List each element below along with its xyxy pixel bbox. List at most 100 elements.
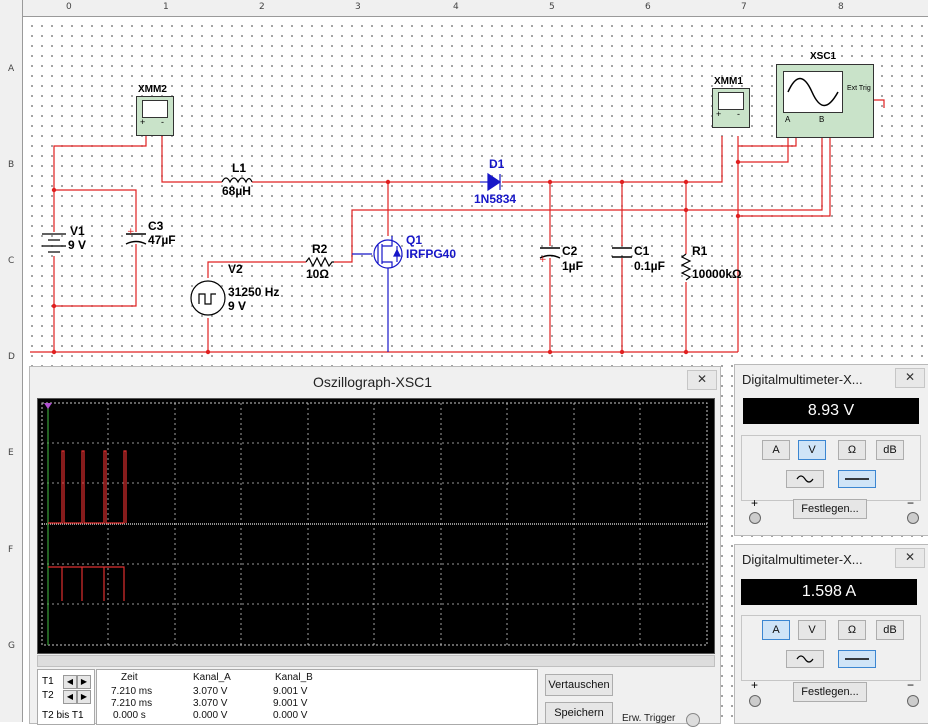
ac-mode-button[interactable]: [786, 470, 824, 488]
r2-name: R2: [312, 242, 328, 256]
r2-value: 10Ω: [306, 267, 329, 281]
c3-name: C3: [148, 219, 164, 233]
swap-button[interactable]: Vertauschen: [545, 674, 613, 696]
q1-name: Q1: [406, 233, 423, 247]
window-title: Oszillograph-XSC1: [313, 374, 433, 390]
ruler-row-label: G: [8, 641, 15, 651]
ext-trigger-terminal[interactable]: [686, 713, 700, 727]
minus-terminal-label: −: [907, 678, 915, 692]
c1-name: C1: [634, 244, 650, 258]
xsc1-label: XSC1: [810, 51, 837, 62]
ruler-row-label: F: [8, 545, 14, 555]
ac-mode-button[interactable]: [786, 650, 824, 668]
scope-screen[interactable]: [37, 398, 715, 654]
meter-dial-icon: [142, 100, 168, 118]
window-title: Digitalmultimeter-X...: [742, 372, 863, 387]
t2-t1-label: T2 bis T1: [42, 710, 84, 721]
xmm2-label: XMM2: [138, 84, 167, 95]
l1-value: 68µH: [222, 184, 251, 198]
dc-mode-button[interactable]: [838, 470, 876, 488]
ac-wave-icon: [796, 475, 814, 483]
ammeter-mode-button[interactable]: A: [762, 440, 790, 460]
t1-left-arrow-button[interactable]: ◀: [63, 675, 77, 689]
multimeter-xmm2[interactable]: + -: [136, 96, 174, 136]
decibel-mode-button[interactable]: dB: [876, 620, 904, 640]
minus-terminal[interactable]: [907, 695, 919, 707]
reading-display: 1.598 A: [741, 579, 917, 605]
oscilloscope-title-bar[interactable]: Oszillograph-XSC1 ✕: [30, 367, 720, 395]
t2-right-arrow-button[interactable]: ▶: [77, 690, 91, 704]
plus-terminal[interactable]: [749, 695, 761, 707]
v2-frequency: 31250 Hz: [228, 285, 280, 299]
meter-dial-icon: [718, 92, 744, 110]
ruler-col-label: 0: [66, 2, 72, 12]
row-t2-channel-a: 3.070 V: [193, 698, 228, 709]
horizontal-scrollbar[interactable]: [37, 655, 715, 667]
minus-terminal[interactable]: [907, 512, 919, 524]
vertical-ruler: A B C D E F G: [0, 0, 23, 722]
minus-terminal-label: −: [907, 496, 915, 510]
d1-value: 1N5834: [474, 192, 517, 206]
row-diff-channel-a: 0.000 V: [193, 710, 228, 721]
oscilloscope-window[interactable]: Oszillograph-XSC1 ✕: [29, 366, 721, 727]
horizontal-ruler: 0 1 2 3 4 5 6 7 8: [0, 0, 928, 17]
settings-button[interactable]: Festlegen...: [793, 682, 867, 702]
close-button[interactable]: ✕: [895, 548, 925, 568]
oscilloscope-xsc1[interactable]: Ext Trig A B: [776, 64, 874, 138]
voltmeter-mode-button[interactable]: V: [798, 440, 826, 460]
row-t2-channel-b: 9.001 V: [273, 698, 308, 709]
row-t2-time: 7.210 ms: [111, 698, 153, 709]
c2-name: C2: [562, 244, 578, 258]
save-button[interactable]: Speichern: [545, 702, 613, 724]
mode-group: A V Ω dB: [741, 615, 921, 681]
ammeter-mode-button[interactable]: A: [762, 620, 790, 640]
multimeter-xmm1[interactable]: + -: [712, 88, 750, 128]
decibel-mode-button[interactable]: dB: [876, 440, 904, 460]
r1-value: 10000kΩ: [692, 267, 742, 281]
cursor-panel: T1 T2 T2 bis T1 ◀ ▶ ◀ ▶: [37, 669, 95, 725]
minus-terminal-label: -: [161, 117, 164, 127]
v2-amplitude: 9 V: [228, 299, 247, 313]
ext-trig-label: Ext Trig: [847, 85, 871, 92]
settings-button[interactable]: Festlegen...: [793, 499, 867, 519]
l1-name: L1: [232, 161, 247, 175]
ac-wave-icon: [796, 655, 814, 663]
plus-terminal[interactable]: [749, 512, 761, 524]
ruler-col-label: 4: [453, 2, 459, 12]
plus-terminal-label: +: [716, 109, 722, 119]
r1-name: R1: [692, 244, 708, 258]
dc-line-icon: [845, 658, 869, 660]
row-diff-channel-b: 0.000 V: [273, 710, 308, 721]
multimeter-window-2[interactable]: Digitalmultimeter-X... ✕ 1.598 A A V Ω d…: [734, 544, 928, 724]
ruler-row-label: B: [8, 160, 15, 170]
ruler-col-label: 5: [549, 2, 555, 12]
dc-mode-button[interactable]: [838, 650, 876, 668]
xmm1-label: XMM1: [714, 76, 743, 87]
multimeter-window-1[interactable]: Digitalmultimeter-X... ✕ 8.93 V A V Ω dB…: [734, 364, 928, 536]
ruler-col-label: 7: [741, 2, 747, 12]
t2-left-arrow-button[interactable]: ◀: [63, 690, 77, 704]
row-t1-time: 7.210 ms: [111, 686, 153, 697]
svg-text:+: +: [539, 255, 547, 265]
ruler-row-label: E: [8, 448, 14, 458]
ruler-col-label: 1: [163, 2, 169, 12]
v1-name: V1: [70, 224, 85, 238]
t2-label: T2: [42, 690, 54, 701]
close-button[interactable]: ✕: [687, 370, 717, 390]
channel-b-label: B: [819, 115, 825, 124]
ohmmeter-mode-button[interactable]: Ω: [838, 440, 866, 460]
close-button[interactable]: ✕: [895, 368, 925, 388]
ruler-col-label: 6: [645, 2, 651, 12]
row-t1-channel-b: 9.001 V: [273, 686, 308, 697]
v1-value: 9 V: [68, 238, 87, 252]
ohmmeter-mode-button[interactable]: Ω: [838, 620, 866, 640]
row-diff-time: 0.000 s: [113, 710, 146, 721]
plus-terminal-label: +: [140, 117, 146, 127]
v2-name: V2: [228, 262, 243, 276]
voltmeter-mode-button[interactable]: V: [798, 620, 826, 640]
ruler-row-label: A: [8, 64, 15, 74]
t1-right-arrow-button[interactable]: ▶: [77, 675, 91, 689]
ruler-row-label: C: [8, 256, 15, 266]
scope-traces: [41, 402, 708, 646]
header-channel-b: Kanal_B: [275, 672, 313, 683]
